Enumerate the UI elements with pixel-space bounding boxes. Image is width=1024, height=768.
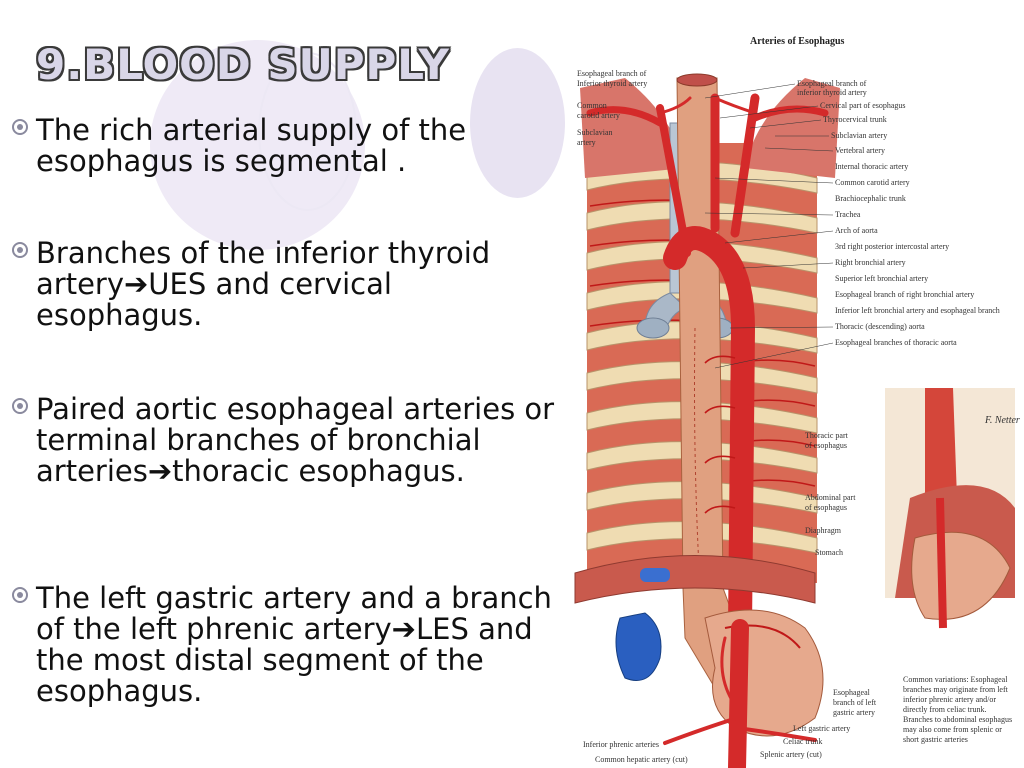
label: Abdominal part	[805, 493, 856, 502]
label: Right bronchial artery	[835, 258, 906, 267]
label: Subclavian artery	[831, 131, 887, 140]
label: Arch of aorta	[835, 226, 878, 235]
label: Thoracic (descending) aorta	[835, 322, 925, 331]
label: Esophageal branches of thoracic aorta	[835, 338, 957, 347]
note-line: directly from celiac trunk.	[903, 705, 987, 714]
note-line: short gastric arteries	[903, 735, 968, 744]
label: branch of left	[833, 698, 877, 707]
label: Thyrocervical trunk	[823, 115, 887, 124]
label: Inferior phrenic arteries	[583, 740, 659, 749]
aorta	[586, 93, 829, 640]
bullet-text: The left gastric artery and a branch of …	[36, 581, 552, 708]
labels-bottom: Esophageal branch of left gastric artery…	[583, 688, 877, 764]
decorative-circle-right	[470, 48, 565, 198]
note-line: Branches to abdominal esophagus	[903, 715, 1012, 724]
label: gastric artery	[833, 708, 875, 717]
label: Esophageal branch of right bronchial art…	[835, 290, 974, 299]
bullet-circle-icon	[12, 242, 28, 258]
slide-title: 9.BLOOD SUPPLY	[36, 40, 450, 89]
label: Superior left bronchial artery	[835, 274, 928, 283]
label: Diaphragm	[805, 526, 842, 535]
label: Inferior left bronchial artery and esoph…	[835, 306, 1000, 315]
label: Esophageal branch of	[577, 69, 647, 78]
anatomy-illustration: Arteries of Esophagus	[565, 28, 1020, 768]
label: Esophageal branch of	[797, 79, 867, 88]
diaphragm	[574, 555, 816, 604]
bullet-item: Branches of the inferior thyroid artery➔…	[12, 238, 557, 331]
label-leader-lines	[704, 83, 834, 369]
bullet-text: Branches of the inferior thyroid artery➔…	[36, 236, 491, 332]
label: Thoracic part	[805, 431, 849, 440]
signature: F. Netter	[984, 415, 1020, 426]
label: Celiac trunk	[783, 737, 822, 746]
esophagus-arteries-figure: Arteries of Esophagus	[574, 36, 1020, 768]
variation-note: Common variations: Esophageal branches m…	[903, 675, 1012, 744]
label: inferior thyroid artery	[797, 88, 867, 97]
label: Trachea	[835, 210, 861, 219]
bullet-text: Paired aortic esophageal arteries or ter…	[36, 392, 555, 488]
bullet-circle-icon	[12, 587, 28, 603]
neck-region	[580, 78, 840, 178]
inferior-vena-cava	[615, 568, 670, 681]
labels-right: Esophageal branch of inferior thyroid ar…	[797, 79, 1000, 347]
label: 3rd right posterior intercostal artery	[835, 242, 949, 251]
bullet-item: Paired aortic esophageal arteries or ter…	[12, 394, 557, 487]
label: artery	[577, 138, 596, 147]
labels-mid: Thoracic part of esophagus Abdominal par…	[805, 431, 856, 557]
esophageal-branches	[704, 355, 736, 514]
label: Inferior thyroid artery	[577, 79, 647, 88]
label: Brachiocephalic trunk	[835, 194, 906, 203]
label: of esophagus	[805, 503, 847, 512]
note-line: Common variations: Esophageal	[903, 675, 1008, 684]
celiac-trunk	[663, 619, 817, 768]
label: Internal thoracic artery	[835, 162, 908, 171]
labels-left: Esophageal branch of Inferior thyroid ar…	[577, 69, 647, 147]
bullet-circle-icon	[12, 119, 28, 135]
label: Cervical part of esophagus	[820, 101, 906, 110]
label: of esophagus	[805, 441, 847, 450]
variation-inset	[885, 388, 1015, 629]
bullet-item: The left gastric artery and a branch of …	[12, 583, 557, 707]
label: Common	[577, 101, 607, 110]
figure-title: Arteries of Esophagus	[750, 36, 845, 47]
note-line: may also come from splenic or	[903, 725, 1002, 734]
label: Common carotid artery	[835, 178, 910, 187]
decorative-circle-outline	[258, 52, 357, 211]
label: Common hepatic artery (cut)	[595, 755, 688, 764]
bullet-text: The rich arterial supply of the esophagu…	[36, 113, 467, 178]
label: carotid artery	[577, 111, 620, 120]
label: Subclavian	[577, 128, 613, 137]
bullet-item: The rich arterial supply of the esophagu…	[12, 115, 557, 177]
label: Stomach	[815, 548, 843, 557]
label: Splenic artery (cut)	[760, 750, 822, 759]
bullet-circle-icon	[12, 398, 28, 414]
label: Left gastric artery	[793, 724, 850, 733]
note-line: inferior phrenic artery and/or	[903, 695, 996, 704]
label: Esophageal	[833, 688, 871, 697]
label: Vertebral artery	[835, 146, 885, 155]
note-line: branches may originate from left	[903, 685, 1009, 694]
